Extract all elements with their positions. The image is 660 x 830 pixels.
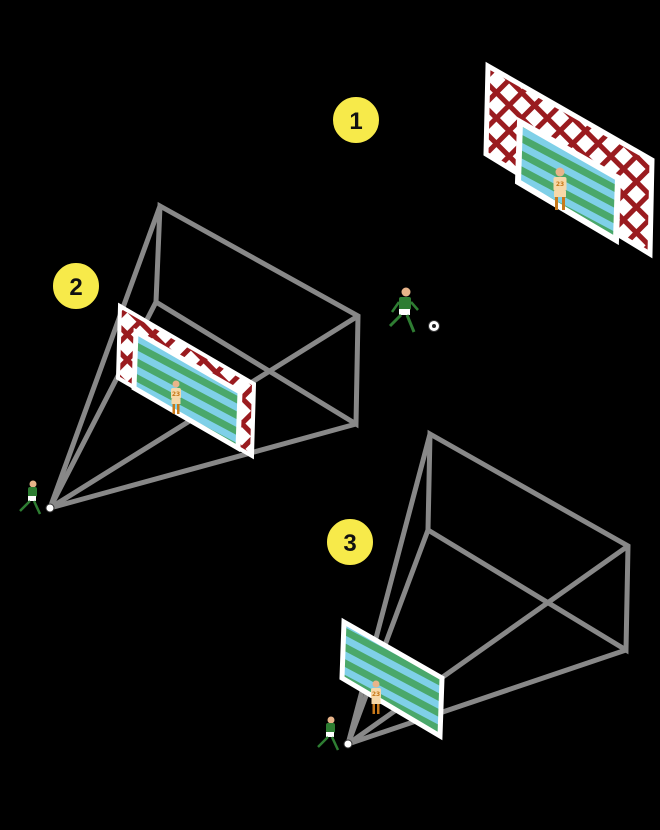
step-badge-1: 1 [331,95,381,145]
keeper-number: 23 [556,181,564,188]
keeper-number: 23 [172,391,180,398]
step-badge-2: 2 [51,261,101,311]
step-badge-3-label: 3 [343,530,356,557]
football-icon [45,503,55,513]
goalkeeper-icon: 23 [171,380,181,414]
striker-icon [317,716,340,751]
scene-2: 23 2 [19,201,361,515]
goal-icon [514,116,622,246]
scene-3: 23 3 [317,429,631,751]
striker-icon [19,480,42,515]
goalkeeper-icon: 23 [371,680,381,714]
goal-icon [339,617,445,741]
goalkeeper-icon: 23 [553,167,567,210]
scene-1: 23 1 [331,61,655,333]
striker-icon [388,287,419,333]
football-icon [428,320,440,332]
football-icon [343,739,353,749]
step-badge-1-label: 1 [349,108,362,135]
goal-icon [131,327,243,453]
step-badge-2-label: 2 [69,274,82,301]
step-badge-3: 3 [325,517,375,567]
keeper-number: 23 [372,691,380,698]
